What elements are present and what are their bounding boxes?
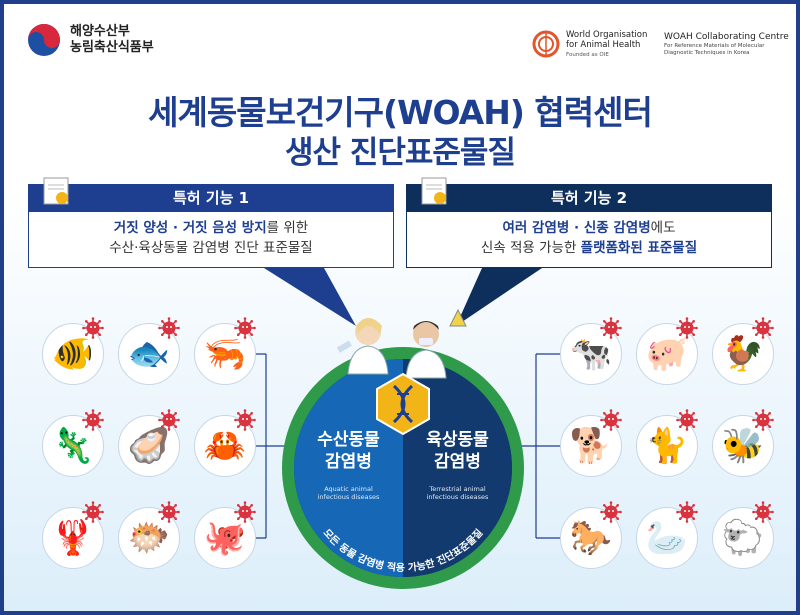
terrestrial-label-2: 감염병: [434, 452, 481, 472]
woah-logo: World Organisation for Animal Health Fou…: [532, 30, 647, 60]
ministry-name-1: 해양수산부: [70, 24, 130, 39]
feature-2-sep: ·: [569, 220, 584, 236]
virus-icon: [158, 317, 180, 339]
feature-1-rest: 를 위한: [266, 220, 309, 236]
virus-icon: [234, 409, 256, 431]
aquatic-label-2: 감염병: [325, 452, 372, 472]
virus-icon: [600, 501, 622, 523]
collab-desc-2: Diagnostic Techniques in Korea: [664, 50, 750, 56]
feature-1-sep: ·: [168, 220, 183, 236]
collab-desc-1: For Reference Materials of Molecular: [664, 43, 765, 49]
woah-founded: Founded as OIE: [566, 52, 609, 58]
feature-1-line2: 수산·육상동물 감염병 진단 표준물질: [109, 240, 313, 256]
ring-text: 모든 동물 감염병 적용 가능한 진단표준물질: [321, 527, 486, 574]
ring-text-arc: 모든 동물 감염병 적용 가능한 진단표준물질: [321, 527, 486, 574]
virus-icon: [82, 409, 104, 431]
connector-lines: [236, 268, 566, 539]
ministry-logo: 해양수산부 농림축산식품부: [26, 22, 154, 58]
woah-emblem-icon: [532, 30, 560, 58]
main-subtitle: 생산 진단표준물질: [285, 135, 516, 171]
chicken-icon: 🐓: [712, 323, 774, 385]
feature-2-line2a: 신속 적용 가능한: [480, 240, 581, 256]
crab-icon: 🦀: [194, 415, 256, 477]
woah-name-2: for Animal Health: [566, 40, 641, 50]
feature-2-hl3: 플랫폼화된 표준물질: [580, 240, 698, 256]
certificate-icon: [421, 177, 447, 205]
certificate-icon: [43, 177, 69, 205]
feature-2-rest: 에도: [650, 220, 676, 236]
virus-icon: [82, 501, 104, 523]
feature-2-hl1: 여러 감염병: [502, 220, 570, 236]
octopus-icon: 🐙: [194, 507, 256, 569]
scientist-right-icon: [405, 308, 467, 379]
svg-text:모든 동물 감염병 적용 가능한 진단표준물질: 모든 동물 감염병 적용 가능한 진단표준물질: [321, 527, 486, 574]
salamander-icon: 🦎: [42, 415, 104, 477]
aquatic-sub-1: Aquatic animal: [324, 485, 373, 493]
feature-box-1: 특허 기능 1 거짓 양성 · 거짓 음성 방지를 위한 수산·육상동물 감염병…: [28, 184, 394, 268]
terrestrial-sub-1: Terrestrial animal: [429, 485, 486, 493]
feature-2-label: 특허 기능 2: [407, 185, 771, 212]
collab-title: WOAH Collaborating Centre: [664, 32, 789, 42]
virus-icon: [234, 317, 256, 339]
virus-icon: [676, 317, 698, 339]
collab-centre: WOAH Collaborating Centre For Reference …: [664, 32, 794, 57]
woah-name-1: World Organisation: [566, 30, 648, 40]
virus-icon: [234, 501, 256, 523]
feature-box-2: 특허 기능 2 여러 감염병 · 신종 감염병에도 신속 적용 가능한 플랫폼화…: [406, 184, 772, 268]
feature-1-hl2: 거짓 음성 방지: [182, 220, 267, 236]
feature-1-hl1: 거짓 양성: [113, 220, 169, 236]
feature-2-hl2: 신종 감염병: [583, 220, 651, 236]
main-title: 세계동물보건기구(WOAH) 협력센터: [148, 93, 653, 132]
virus-icon: [158, 501, 180, 523]
terrestrial-sub-2: infectious diseases: [426, 493, 489, 501]
virus-icon: [752, 409, 774, 431]
virus-icon: [158, 409, 180, 431]
virus-icon: [600, 409, 622, 431]
dna-hexagon-icon: [376, 372, 430, 436]
dog-icon: 🐕: [560, 415, 622, 477]
taegeuk-icon: [28, 24, 60, 56]
virus-icon: [600, 317, 622, 339]
horse-icon: 🐎: [560, 507, 622, 569]
scientists-illustration: [336, 308, 467, 379]
virus-icon: [676, 501, 698, 523]
aquatic-label-1: 수산동물: [317, 430, 380, 450]
scientist-left-icon: [336, 318, 389, 375]
aquatic-sub-2: infectious diseases: [317, 493, 380, 501]
feature-1-label: 특허 기능 1: [29, 185, 393, 212]
virus-icon: [676, 409, 698, 431]
tropical-fish-icon: 🐠: [42, 323, 104, 385]
shrimp-icon: 🦐: [194, 323, 256, 385]
virus-icon: [82, 317, 104, 339]
terrestrial-label-1: 육상동물: [426, 430, 489, 450]
virus-icon: [752, 501, 774, 523]
swan-icon: 🦢: [636, 507, 698, 569]
ministry-name-2: 농림축산식품부: [70, 40, 154, 55]
feature-2-desc: 여러 감염병 · 신종 감염병에도 신속 적용 가능한 플랫폼화된 표준물질: [407, 212, 771, 258]
feature-1-desc: 거짓 양성 · 거짓 음성 방지를 위한 수산·육상동물 감염병 진단 표준물질: [29, 212, 393, 258]
virus-icon: [752, 317, 774, 339]
